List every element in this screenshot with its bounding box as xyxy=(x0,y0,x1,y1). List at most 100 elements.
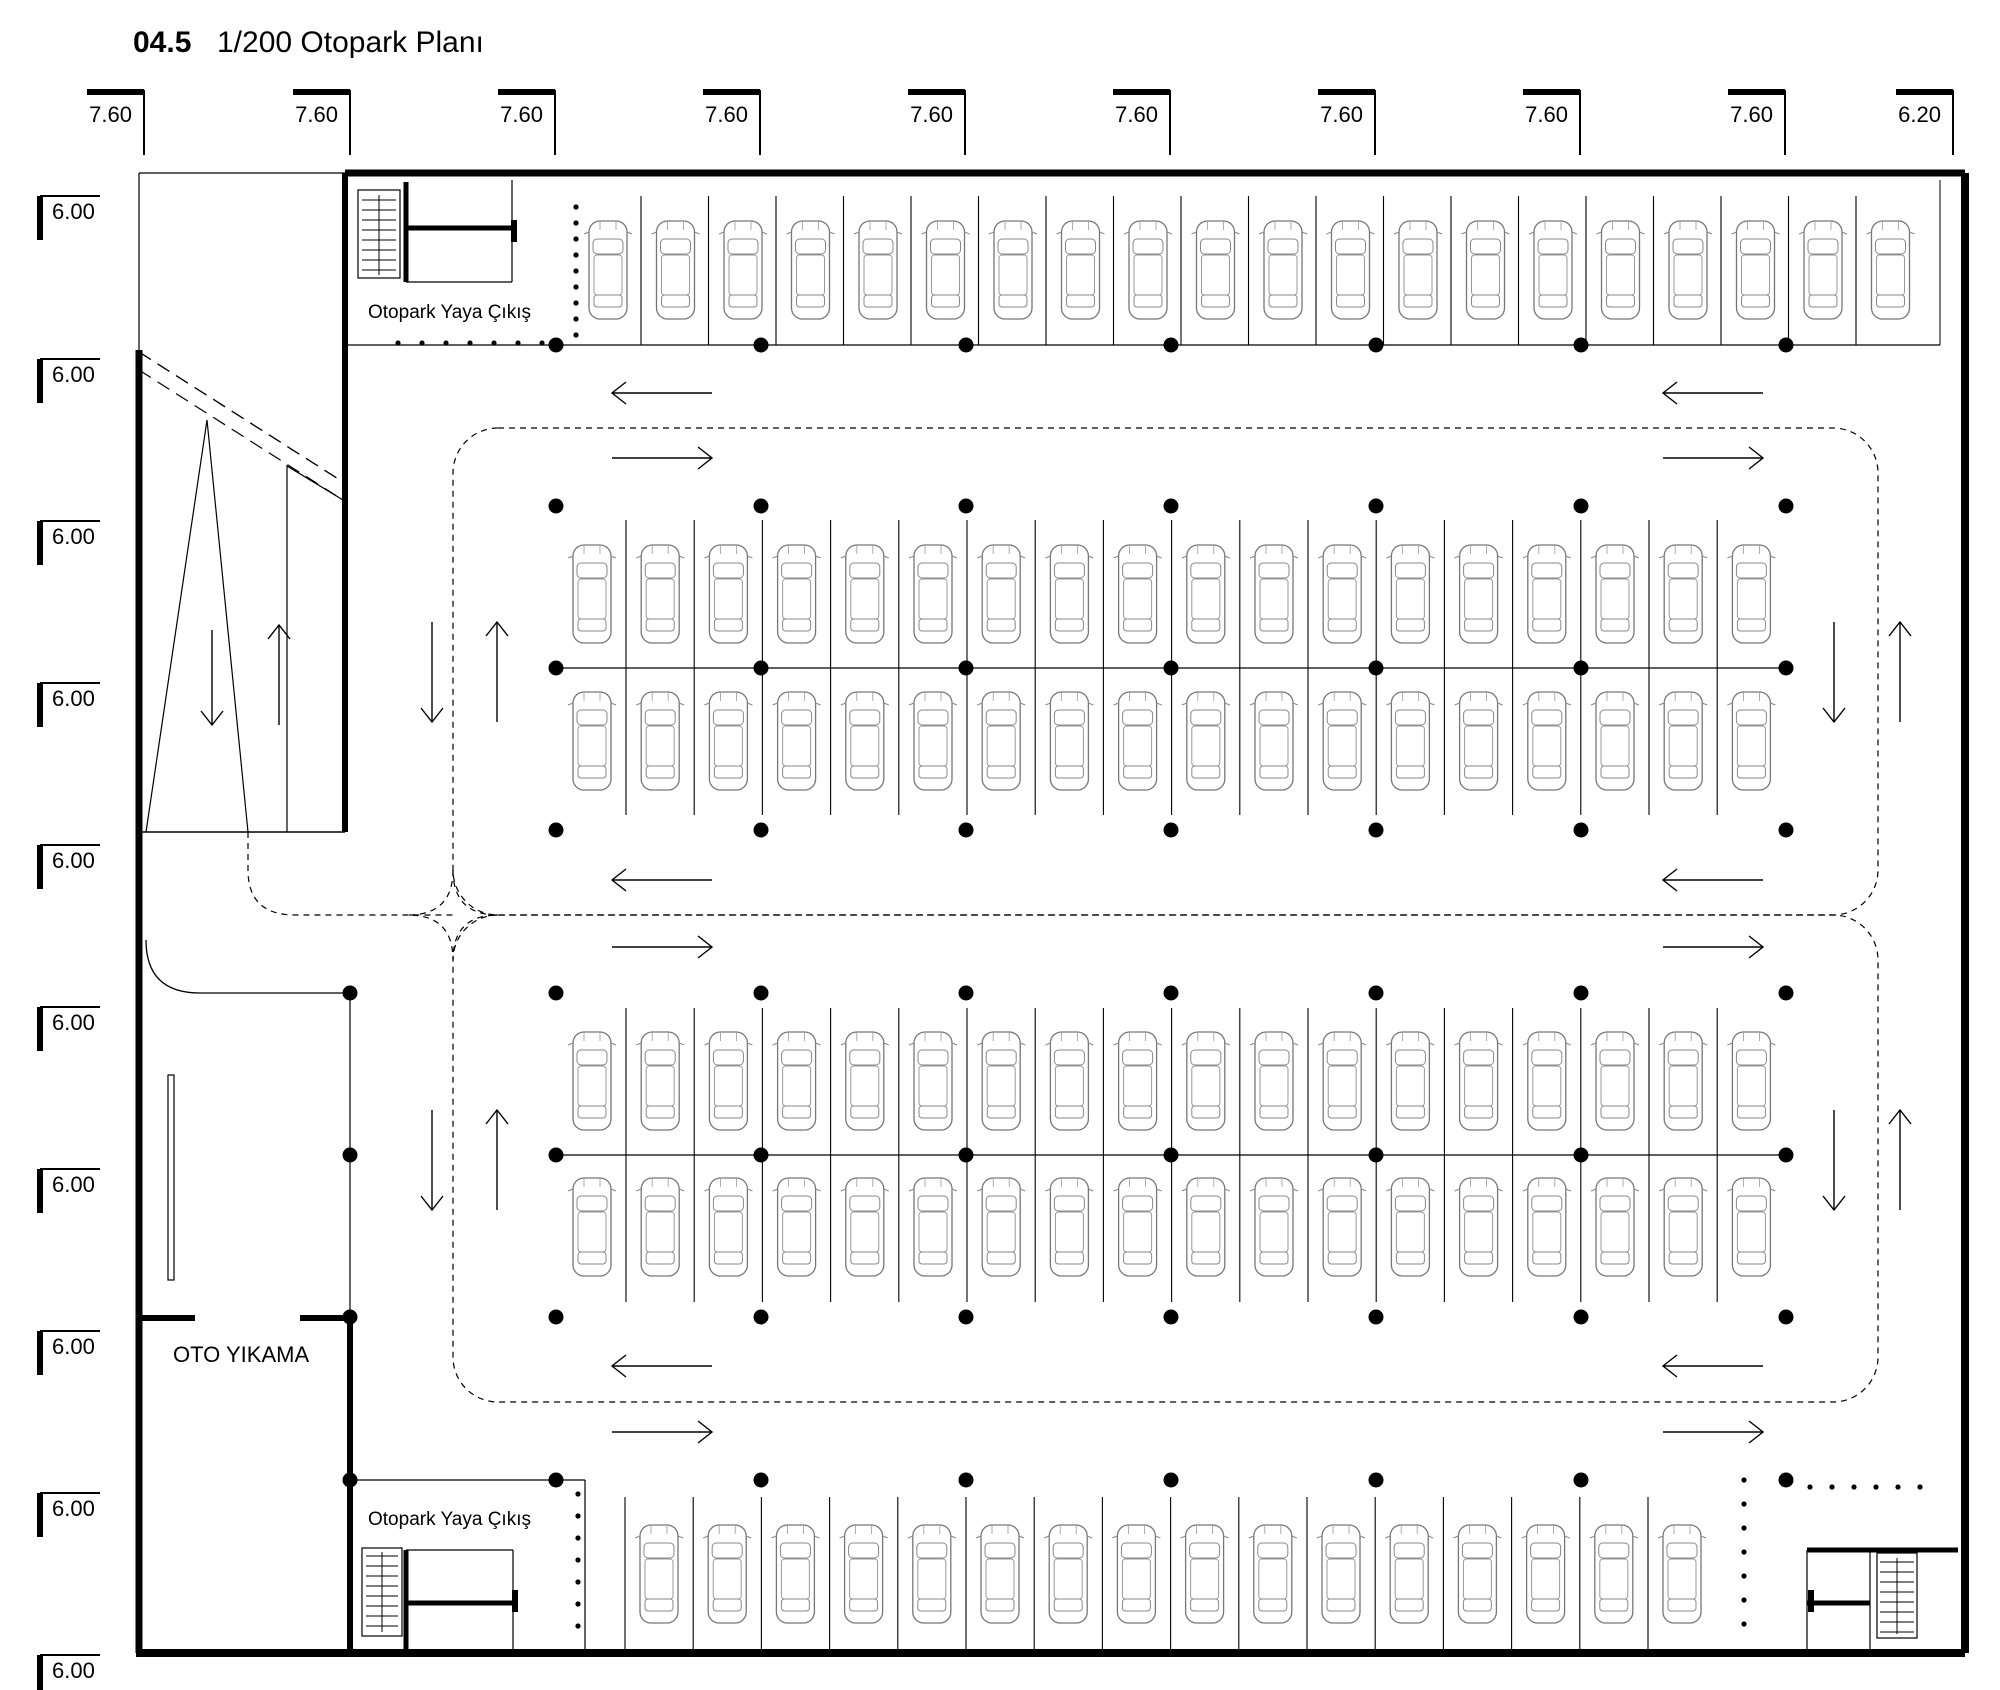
parked-car-icon xyxy=(1112,1031,1163,1131)
parked-car-icon xyxy=(771,1031,822,1131)
structural-column-icon xyxy=(753,337,769,353)
column-dimension-label: 7.60 xyxy=(910,102,953,127)
row-dimension-label: 6.00 xyxy=(52,686,95,711)
structural-column-icon xyxy=(1778,1309,1794,1325)
row-dimension-label: 6.00 xyxy=(52,524,95,549)
parked-car-icon xyxy=(1528,220,1578,320)
structural-column-icon xyxy=(1573,660,1589,676)
parked-car-icon xyxy=(1658,1177,1708,1277)
row-dimension-label: 6.00 xyxy=(52,1010,95,1035)
traffic-arrow-icon xyxy=(611,1420,713,1444)
structural-column-icon xyxy=(958,1309,974,1325)
traffic-arrow-icon xyxy=(420,621,444,723)
parked-car-icon xyxy=(1181,1031,1231,1131)
parked-car-icon xyxy=(785,220,836,320)
stall-dividers xyxy=(552,196,1857,1653)
parked-car-icon xyxy=(1726,1031,1777,1131)
parked-car-icon xyxy=(1726,691,1777,791)
parked-car-icon xyxy=(1522,691,1572,791)
parked-car-icon xyxy=(1044,1031,1095,1131)
parked-car-icon xyxy=(907,1524,957,1624)
parked-car-icon xyxy=(920,220,971,320)
row-dimension-label: 6.00 xyxy=(52,1496,95,1521)
parked-car-icon xyxy=(1385,1177,1436,1277)
structural-column-icon xyxy=(1163,337,1179,353)
structural-column-icon xyxy=(1573,1309,1589,1325)
parked-car-icon xyxy=(1385,691,1436,791)
structural-column-icon xyxy=(1368,985,1384,1001)
traffic-arrow-icon xyxy=(1662,935,1764,959)
car-wash-area xyxy=(139,939,353,1653)
row-dimension-column: 6.006.006.006.006.006.006.006.006.006.00 xyxy=(37,195,100,1690)
vehicle-ramp xyxy=(138,351,344,833)
structural-column-icon xyxy=(1163,1147,1179,1163)
parked-car-icon xyxy=(1249,1031,1299,1131)
parked-car-icon xyxy=(1385,544,1436,644)
parked-car-icon xyxy=(838,1524,889,1624)
structural-column-icon xyxy=(548,1147,564,1163)
column-dimension-label: 7.60 xyxy=(89,102,132,127)
parking-stalls xyxy=(567,220,1916,1624)
parked-car-icon xyxy=(1453,544,1504,644)
structural-column-icon xyxy=(753,985,769,1001)
column-dimension-label: 7.60 xyxy=(1730,102,1773,127)
parked-car-icon xyxy=(1112,691,1163,791)
parked-car-icon xyxy=(1325,220,1376,320)
parked-car-icon xyxy=(650,220,701,320)
parked-car-icon xyxy=(567,1177,617,1277)
structural-columns xyxy=(342,337,1794,1488)
structural-column-icon xyxy=(958,1147,974,1163)
parked-car-icon xyxy=(567,691,617,791)
structural-column-icon xyxy=(1573,1147,1589,1163)
structural-column-icon xyxy=(548,822,564,838)
traffic-arrow-icon xyxy=(611,1354,713,1378)
structural-column-icon xyxy=(1368,498,1384,514)
row-dimension-label: 6.00 xyxy=(52,362,95,387)
parked-car-icon xyxy=(1590,1031,1640,1131)
traffic-arrow-icon xyxy=(485,621,509,723)
parked-car-icon xyxy=(1258,220,1308,320)
traffic-arrow-icon xyxy=(1888,621,1912,723)
parked-car-icon xyxy=(1055,220,1106,320)
parked-car-icon xyxy=(1460,220,1511,320)
traffic-arrow-icon xyxy=(1822,1109,1846,1211)
parked-car-icon xyxy=(771,1177,822,1277)
parked-car-icon xyxy=(1317,1177,1367,1277)
structural-column-icon xyxy=(753,1472,769,1488)
parked-car-icon xyxy=(1589,1524,1639,1624)
structural-column-icon xyxy=(958,337,974,353)
title-text: 1/200 Otopark Planı xyxy=(217,26,484,59)
traffic-arrow-icon xyxy=(1888,1109,1912,1211)
traffic-arrows xyxy=(420,381,1912,1444)
parked-car-icon xyxy=(703,544,754,644)
structural-column-icon xyxy=(1163,498,1179,514)
structural-column-icon xyxy=(1778,1472,1794,1488)
parked-car-icon xyxy=(1657,1524,1707,1624)
traffic-arrow-icon xyxy=(1662,1420,1764,1444)
row-dimension-label: 6.00 xyxy=(52,1658,95,1683)
parked-car-icon xyxy=(635,1031,685,1131)
parked-car-icon xyxy=(635,1177,685,1277)
structural-column-icon xyxy=(1778,337,1794,353)
parked-car-icon xyxy=(908,544,958,644)
parked-car-icon xyxy=(635,544,685,644)
structural-column-icon xyxy=(1573,498,1589,514)
parked-car-icon xyxy=(1522,544,1572,644)
structural-column-icon xyxy=(753,498,769,514)
structural-column-icon xyxy=(753,1147,769,1163)
structural-column-icon xyxy=(1573,985,1589,1001)
stair-block-bottom-left xyxy=(350,1479,586,1653)
parked-car-icon xyxy=(1317,1031,1367,1131)
structural-column-icon xyxy=(1778,985,1794,1001)
parked-car-icon xyxy=(1522,1177,1572,1277)
parked-car-icon xyxy=(1590,691,1640,791)
parked-car-icon xyxy=(1181,691,1231,791)
column-dimension-label: 6.20 xyxy=(1898,102,1941,127)
parked-car-icon xyxy=(567,544,617,644)
parked-car-icon xyxy=(771,544,822,644)
parked-car-icon xyxy=(988,220,1038,320)
pedestrian-path-dots xyxy=(395,204,1923,1629)
traffic-arrow-icon xyxy=(1662,1354,1764,1378)
